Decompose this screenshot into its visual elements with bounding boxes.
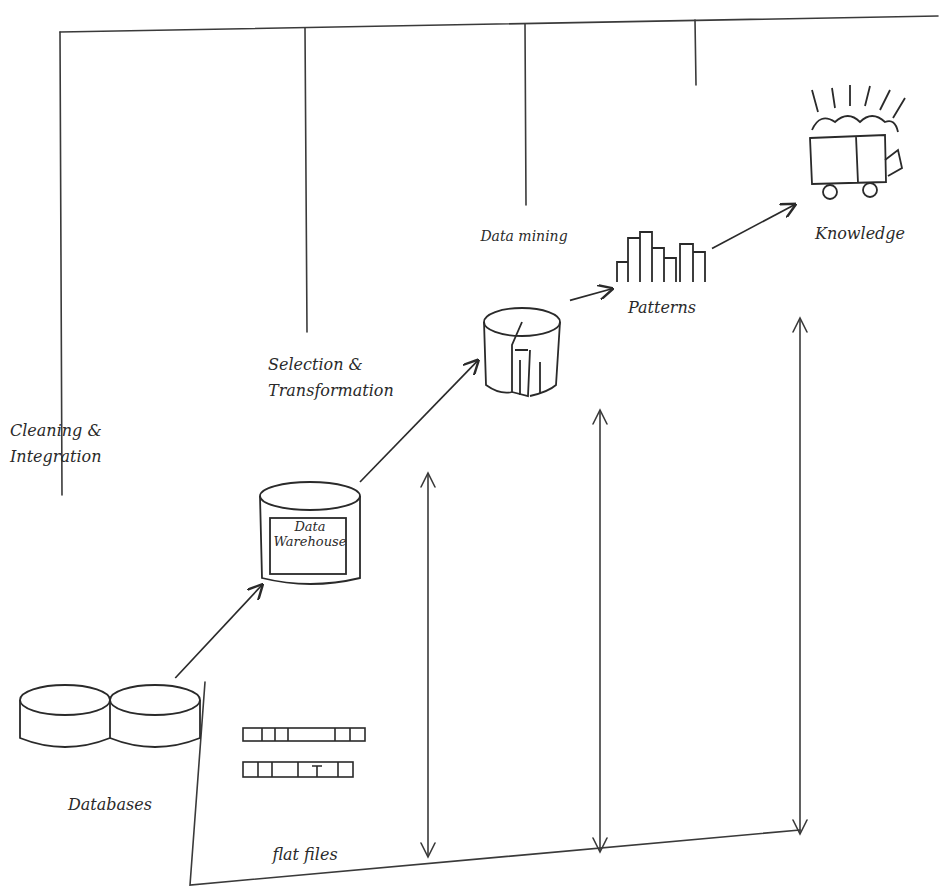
cylinder-cut: [484, 322, 522, 393]
wheel: [823, 185, 837, 199]
glow-rays: [812, 85, 905, 118]
leader-arrow: [599, 412, 601, 850]
node-label: Databases: [68, 796, 152, 814]
leader-arrow: [427, 475, 429, 855]
flow-arrow: [175, 585, 262, 678]
slice-lines: [515, 350, 540, 395]
node-label: Data Warehouse: [264, 520, 356, 550]
record-ticks: [258, 762, 338, 777]
cylinder-slice: [512, 322, 560, 396]
node-label: flat files: [272, 846, 337, 864]
frame-line: [525, 24, 526, 205]
cylinder-body: [110, 700, 200, 747]
warehouse-icon: [260, 482, 360, 584]
flow-arrow: [360, 360, 478, 482]
step-label: Cleaning & Integration: [10, 418, 130, 469]
glow-outline: [812, 116, 898, 132]
node-label: Data mining: [480, 228, 567, 244]
arrow-head: [793, 318, 807, 834]
file-record: [243, 762, 353, 777]
wheel: [863, 183, 877, 197]
database-node: Databases: [15, 678, 205, 818]
warehouse-node: Data Warehouse: [258, 482, 362, 585]
cylinder-body: [260, 496, 360, 584]
frame-line: [60, 16, 938, 32]
step-label: Selection & Transformation: [268, 352, 408, 403]
cylinder-body: [20, 700, 110, 747]
flat-file-icon: [243, 728, 365, 777]
bracket-line: [190, 682, 800, 885]
node-label: Patterns: [628, 299, 696, 317]
data-mining-icon: [484, 308, 560, 396]
background-frame: [60, 16, 938, 885]
database-icon: [20, 685, 200, 747]
flow-arrow: [570, 289, 612, 301]
cylinder-top: [20, 685, 110, 715]
flat-file-node: flat files: [235, 722, 375, 872]
record-ticks: [262, 728, 350, 741]
arrow-head: [421, 473, 435, 857]
box-flap: [885, 150, 902, 176]
bar-chart: [617, 232, 705, 282]
knowledge-icon: [810, 85, 905, 199]
frame-line: [695, 20, 696, 85]
cylinder-top: [110, 685, 200, 715]
frame-line: [305, 28, 307, 332]
node-label: Knowledge: [815, 225, 905, 243]
cylinder-top: [260, 482, 360, 510]
knowledge-box: [810, 135, 886, 184]
arrow-head: [593, 410, 607, 852]
patterns-node: Patterns: [612, 225, 712, 325]
leader-arrow: [799, 320, 801, 832]
knowledge-node: Knowledge: [795, 85, 925, 255]
data-mining-node: Data mining: [478, 228, 570, 398]
file-record: [243, 728, 365, 741]
pattern-chart-icon: [617, 232, 705, 282]
flow-arrow: [712, 204, 795, 248]
